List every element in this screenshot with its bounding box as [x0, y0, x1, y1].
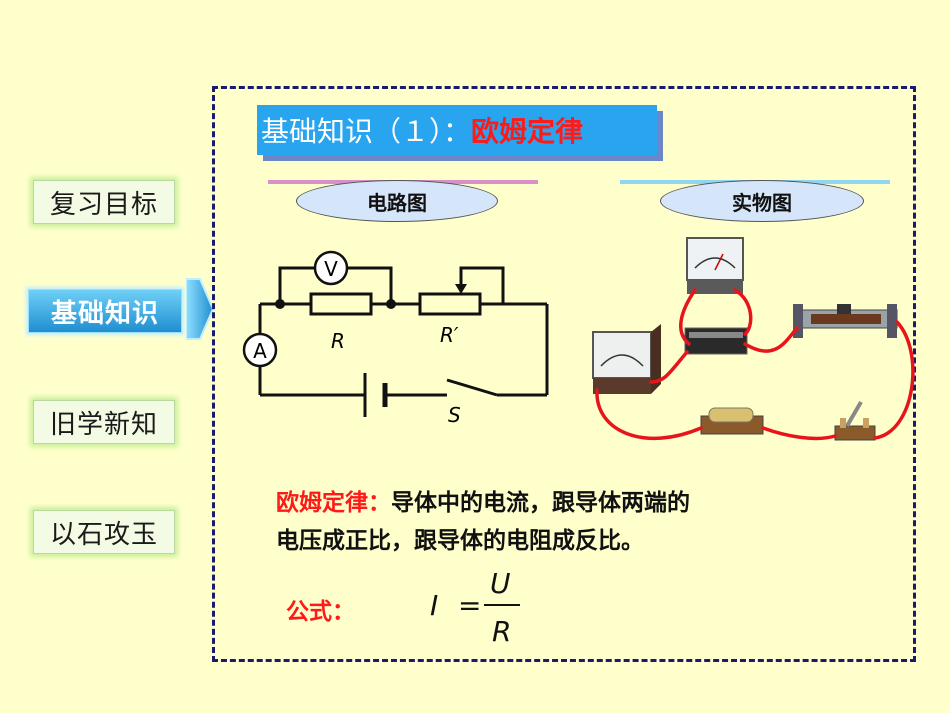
physical-apparatus-image — [592, 237, 915, 441]
svg-text:A: A — [253, 339, 267, 363]
nav-label: 旧学新知 — [49, 409, 158, 440]
svg-text:U: U — [490, 567, 511, 600]
title-prefix: 基础知识（１）： — [261, 115, 472, 148]
formula-label: 公式： — [286, 599, 355, 625]
ohms-law-statement: 欧姆定律：导体中的电流，跟导体两端的 电压成正比，跟导体的电阻成反比。 — [276, 484, 876, 560]
resistor-label: R — [331, 329, 345, 353]
svg-text:=: = — [458, 589, 481, 622]
law-line-2: 电压成正比，跟导体的电阻成反比。 — [276, 528, 644, 554]
circuit-diagram: V A R R′ S — [242, 250, 549, 427]
physical-diagram-label: 实物图 — [660, 180, 864, 222]
nav-old-new[interactable]: 旧学新知 — [33, 400, 175, 444]
svg-text:R: R — [492, 615, 511, 645]
voltmeter-icon — [313, 250, 349, 286]
nav-label: 以石攻玉 — [49, 519, 158, 550]
law-line-1: 导体中的电流，跟导体两端的 — [391, 490, 690, 516]
ammeter-icon — [242, 332, 278, 368]
nav-label: 复习目标 — [49, 189, 158, 220]
nav-basic-knowledge[interactable]: 基础知识 — [28, 289, 182, 333]
nav-practice[interactable]: 以石攻玉 — [33, 510, 175, 554]
law-term: 欧姆定律： — [276, 490, 391, 516]
nav-label: 基础知识 — [50, 298, 159, 329]
ammeter-device-icon — [592, 324, 661, 394]
nav-arrow-icon — [186, 278, 214, 340]
slide-title: 基础知识（１）：欧姆定律 — [257, 105, 657, 155]
knife-switch-icon — [834, 400, 876, 441]
svg-text:I: I — [430, 589, 438, 622]
svg-text:V: V — [324, 257, 338, 281]
rheostat-label: R′ — [440, 323, 459, 347]
rheostat-device-icon — [793, 304, 898, 338]
ohms-law-formula: I = U R — [430, 567, 520, 645]
title-highlight: 欧姆定律 — [471, 115, 584, 148]
nav-review-goals[interactable]: 复习目标 — [33, 180, 175, 224]
switch-label: S — [448, 403, 461, 427]
circuit-diagram-label: 电路图 — [296, 180, 498, 222]
voltmeter-device-icon — [686, 237, 744, 294]
battery-device-icon — [700, 407, 764, 435]
